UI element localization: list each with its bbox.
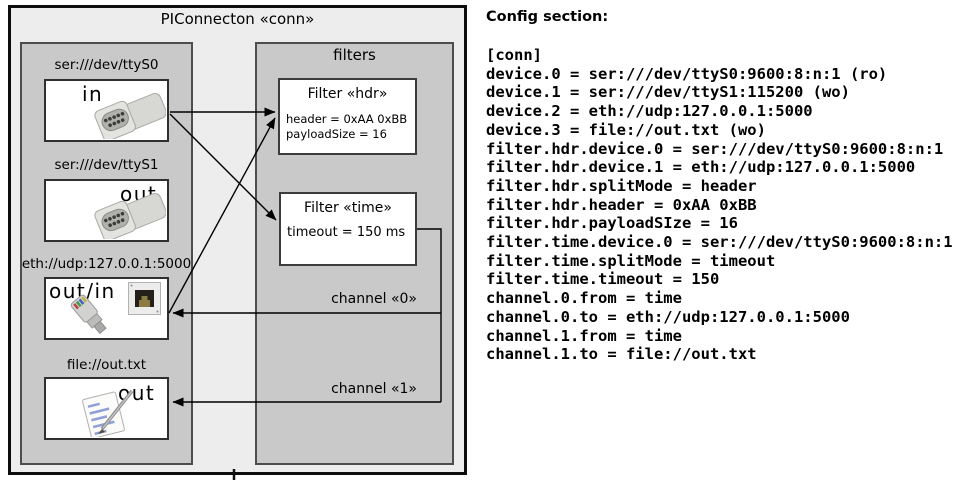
- config-line: channel.0.to = eth://udp:127.0.0.1:5000: [486, 307, 850, 326]
- device-box-eth: out/in: [44, 277, 169, 340]
- config-line: filter.time.device.0 = ser:///dev/ttyS0:…: [486, 233, 953, 252]
- config-line: filter.time.splitMode = timeout: [486, 251, 776, 270]
- device-eth-label: eth://udp:127.0.0.1:5000: [21, 256, 192, 272]
- filter-time-box: Filter «time» timeout = 150 ms: [279, 192, 417, 266]
- io-label: out/in: [49, 279, 116, 303]
- diagram-title: PIConnecton «conn»: [160, 10, 315, 28]
- io-label: in: [82, 82, 104, 106]
- config-line: filter.hdr.device.1 = eth://udp:127.0.0.…: [486, 158, 916, 177]
- serial-connector-icon: [94, 193, 166, 239]
- config-line: device.1 = ser:///dev/ttyS1:115200 (wo): [486, 83, 850, 102]
- serial-connector-icon: [94, 93, 166, 139]
- ethernet-port-icon: [128, 282, 161, 315]
- channel-0-label: channel «0»: [331, 291, 417, 307]
- config-block: [conn] device.0 = ser:///dev/ttyS0:9600:…: [486, 46, 953, 364]
- filter-hdr-title: Filter «hdr»: [307, 86, 388, 102]
- channel-1-label: channel «1»: [331, 381, 417, 397]
- ethernet-cable-icon: [70, 294, 107, 335]
- config-line: filter.time.timeout = 150: [486, 270, 720, 289]
- device-box-ttys1: out: [44, 179, 169, 242]
- device-ttys0-label: ser:///dev/ttyS0: [54, 57, 159, 73]
- config-line: device.2 = eth://udp:127.0.0.1:5000: [486, 102, 813, 121]
- config-line: filter.hdr.device.0 = ser:///dev/ttyS0:9…: [486, 139, 944, 158]
- filters-panel-label: filters: [333, 46, 376, 64]
- config-line: channel.0.from = time: [486, 289, 682, 308]
- config-line: [conn]: [486, 46, 542, 64]
- device-box-ttys0: in: [44, 79, 169, 142]
- filter-hdr-box: Filter «hdr» header = 0xAA 0xBB payloadS…: [278, 78, 417, 155]
- config-line: filter.hdr.header = 0xAA 0xBB: [486, 195, 757, 214]
- config-line: filter.hdr.payloadSIze = 16: [486, 214, 738, 233]
- filter-prop-header: header = 0xAA 0xBB: [286, 112, 408, 126]
- config-line: device.0 = ser:///dev/ttyS0:9600:8:n:1 (…: [486, 64, 888, 83]
- config-heading: Config section:: [486, 9, 609, 25]
- device-box-file: out: [44, 377, 169, 440]
- filter-prop-payloadsize: payloadSize = 16: [286, 127, 387, 141]
- device-ttys1-label: ser:///dev/ttyS1: [54, 157, 159, 173]
- filter-time-title: Filter «time»: [304, 200, 392, 216]
- device-file-label: file://out.txt: [66, 357, 147, 373]
- config-line: channel.1.from = time: [486, 326, 682, 345]
- notepad-icon: [82, 389, 134, 437]
- config-line: device.3 = file://out.txt (wo): [486, 120, 766, 139]
- config-line: filter.hdr.splitMode = header: [486, 176, 757, 195]
- config-line: channel.1.to = file://out.txt: [486, 345, 757, 364]
- filter-prop-timeout: timeout = 150 ms: [287, 225, 406, 240]
